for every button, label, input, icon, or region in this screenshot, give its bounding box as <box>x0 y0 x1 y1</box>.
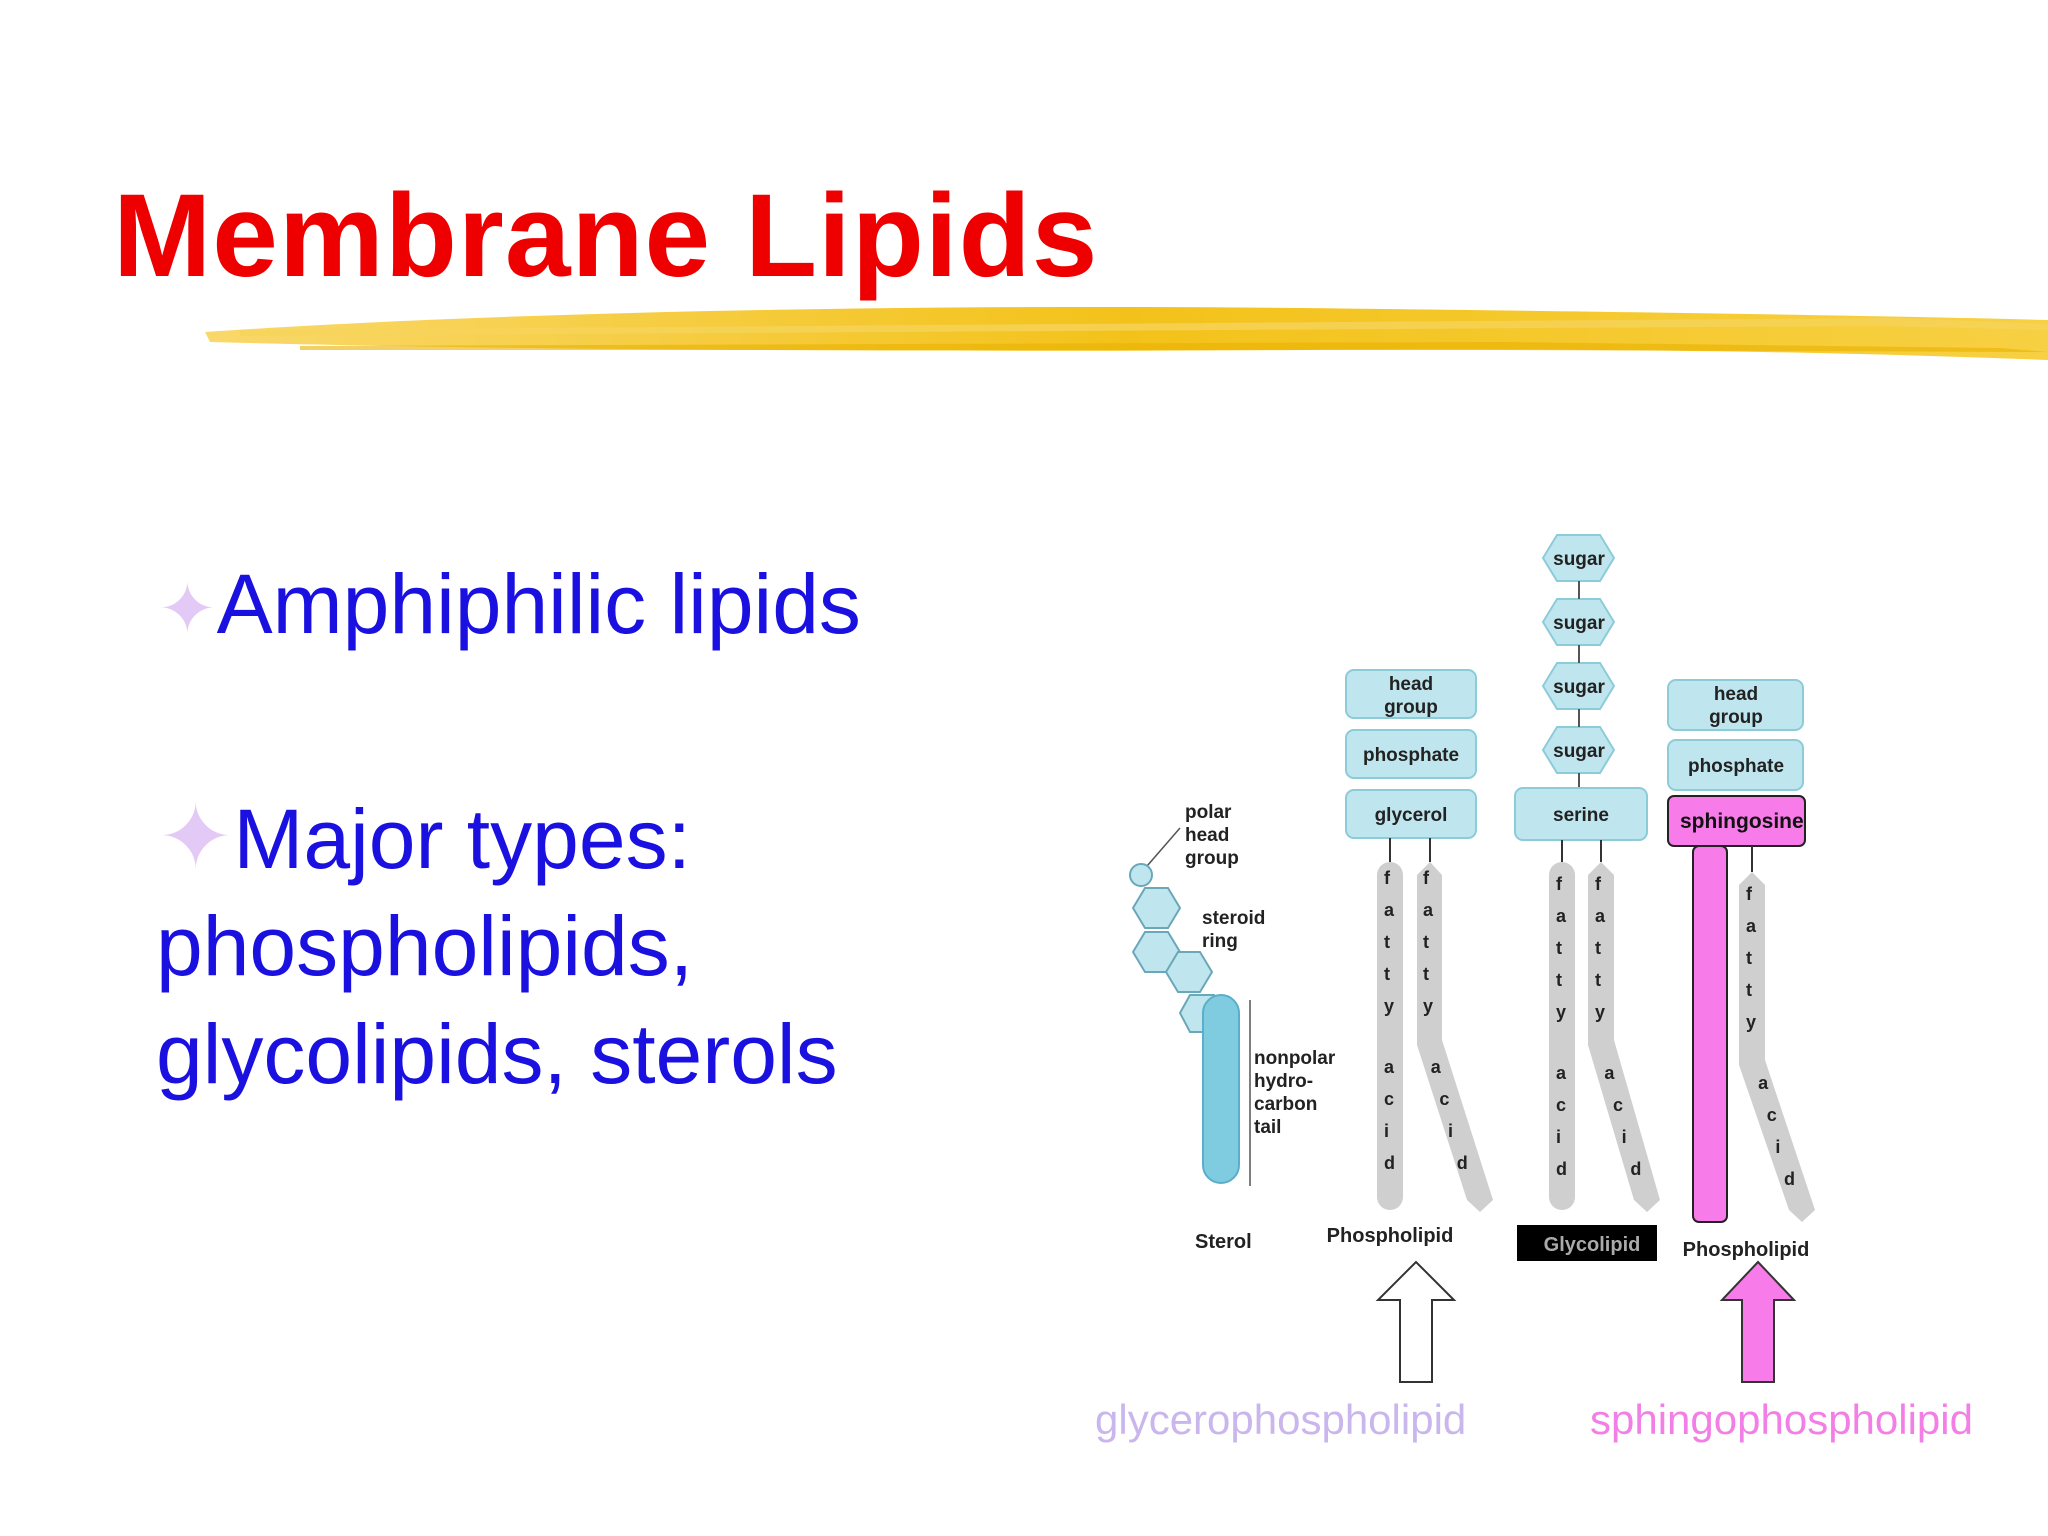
glycolipid-name: Glycolipid <box>1544 1234 1641 1256</box>
chain-letter: c <box>1613 1094 1624 1115</box>
chain-letter: c <box>1556 1094 1567 1115</box>
glycerophospholipid-caption: glycerophospholipid <box>1095 1396 1467 1443</box>
bullet-line: phospholipids, <box>156 899 694 993</box>
bullet-text: Major types: <box>233 792 691 886</box>
sugar-label: sugar <box>1553 677 1605 698</box>
chain-letter: y <box>1595 1002 1606 1022</box>
chain-letter: d <box>1784 1168 1796 1189</box>
chain-letter: f <box>1746 884 1752 904</box>
glycolipid-structure: sugar sugar sugar sugar serine Glycolipi… <box>1514 534 1660 1261</box>
sphingo-phospholipid-name: Phospholipid <box>1683 1239 1810 1261</box>
sphingo-arrow-icon <box>1719 1260 1797 1383</box>
sphingophospholipid-caption: sphingophospholipid <box>1590 1396 1973 1443</box>
chain-letter: t <box>1423 964 1429 984</box>
chain-letter: i <box>1448 1120 1454 1141</box>
glycero-arrow-icon <box>1375 1260 1457 1383</box>
chain-letter: a <box>1384 900 1395 920</box>
highlighter-stroke <box>205 307 2048 360</box>
glycerol-label: glycerol <box>1375 805 1448 826</box>
chain-letter: t <box>1556 970 1562 990</box>
chain-letter: y <box>1556 1002 1567 1022</box>
chain-letter: a <box>1758 1072 1769 1093</box>
chain-letter: t <box>1746 980 1752 1000</box>
chain-letter: t <box>1423 932 1429 952</box>
chain-letter: c <box>1766 1104 1777 1125</box>
sugar-label: sugar <box>1553 613 1605 634</box>
chain-letter: y <box>1423 996 1434 1016</box>
bullet-amphiphilic: ✦Amphiphilic lipids <box>158 550 861 663</box>
serine-label: serine <box>1553 805 1609 826</box>
sphingosine-label: sphingosine <box>1680 810 1804 833</box>
chain-letter: c <box>1384 1088 1395 1109</box>
chain-letter: d <box>1384 1152 1395 1173</box>
chain-letter: t <box>1384 932 1390 952</box>
bullet-major-types: ✦Major types: <box>158 784 691 893</box>
chain-letter: a <box>1595 906 1606 926</box>
chain-letter: c <box>1439 1088 1450 1109</box>
chain-letter: a <box>1556 906 1567 926</box>
phospholipid-name: Phospholipid <box>1327 1225 1454 1247</box>
chain-letter: y <box>1384 996 1395 1016</box>
chain-letter: a <box>1423 900 1434 920</box>
chain-letter: t <box>1556 938 1562 958</box>
chain-letter: d <box>1630 1158 1642 1179</box>
star-bullet-icon: ✦ <box>158 570 217 648</box>
phosphate-label: phosphate <box>1688 756 1784 777</box>
phosphate-label: phosphate <box>1363 745 1459 766</box>
chain-letter: i <box>1556 1126 1562 1147</box>
chain-letter: t <box>1384 964 1390 984</box>
chain-letter: a <box>1556 1062 1567 1083</box>
chain-letter: t <box>1595 970 1601 990</box>
chain-letter: a <box>1384 1056 1395 1077</box>
chain-letter: a <box>1604 1062 1615 1083</box>
chain-letter: d <box>1556 1158 1567 1179</box>
chain-letter: f <box>1384 868 1390 888</box>
star-bullet-icon: ✦ <box>158 788 234 888</box>
sugar-label: sugar <box>1553 741 1605 762</box>
chain-letter: i <box>1775 1136 1781 1157</box>
chain-letter: f <box>1423 868 1429 888</box>
chain-letter: a <box>1430 1056 1441 1077</box>
bullet-text: Amphiphilic lipids <box>216 557 861 651</box>
chain-letter: i <box>1621 1126 1627 1147</box>
sterol-name: Sterol <box>1195 1231 1252 1253</box>
chain-letter: t <box>1595 938 1601 958</box>
chain-letter: t <box>1746 948 1752 968</box>
chain-letter: a <box>1746 916 1757 936</box>
slide-title: Membrane Lipids <box>113 170 1099 302</box>
chain-letter: i <box>1384 1120 1390 1141</box>
sugar-label: sugar <box>1553 549 1605 570</box>
chain-letter: d <box>1456 1152 1468 1173</box>
bullet-line: glycolipids, sterols <box>156 1007 838 1101</box>
chain-letter: y <box>1746 1012 1757 1032</box>
chain-letter: f <box>1595 874 1601 894</box>
chain-letter: f <box>1556 874 1562 894</box>
